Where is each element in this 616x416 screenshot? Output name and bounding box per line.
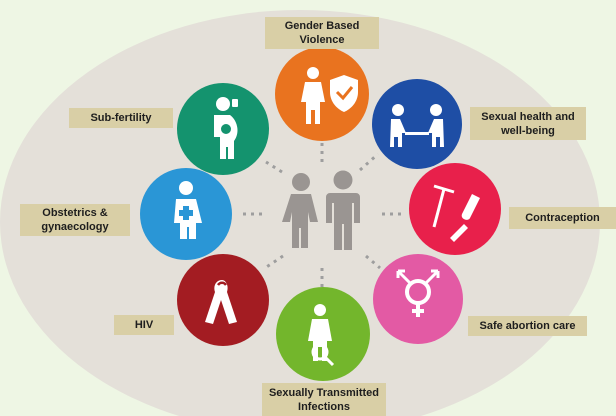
label-contraception: Contraception <box>509 207 616 229</box>
awareness-ribbon-icon <box>177 254 269 346</box>
label-safe-abortion: Safe abortion care <box>468 316 587 336</box>
connector-subfertility <box>265 160 283 174</box>
pregnant-woman-icon <box>177 83 269 175</box>
contraceptives-icon <box>409 163 501 255</box>
connector-lines <box>240 142 404 288</box>
label-sexual-health: Sexual health and well-being <box>470 107 586 140</box>
label-hiv: HIV <box>114 315 174 335</box>
label-subfertility: Sub-fertility <box>69 108 173 128</box>
connector-safe-abortion <box>365 254 381 270</box>
woman-shield-icon <box>275 47 369 141</box>
woman-medical-cross-icon <box>140 168 232 260</box>
couple-icon <box>372 79 462 169</box>
connector-hiv <box>264 254 284 270</box>
man-woman-icon <box>282 170 360 250</box>
woman-magnifier-icon <box>276 287 370 381</box>
venus-mars-icon <box>373 254 463 344</box>
label-gbv: Gender Based Violence <box>265 17 379 49</box>
label-obstetrics: Obstetrics & gynaecology <box>20 204 130 236</box>
label-sti: Sexually Transmitted Infections <box>262 383 386 416</box>
